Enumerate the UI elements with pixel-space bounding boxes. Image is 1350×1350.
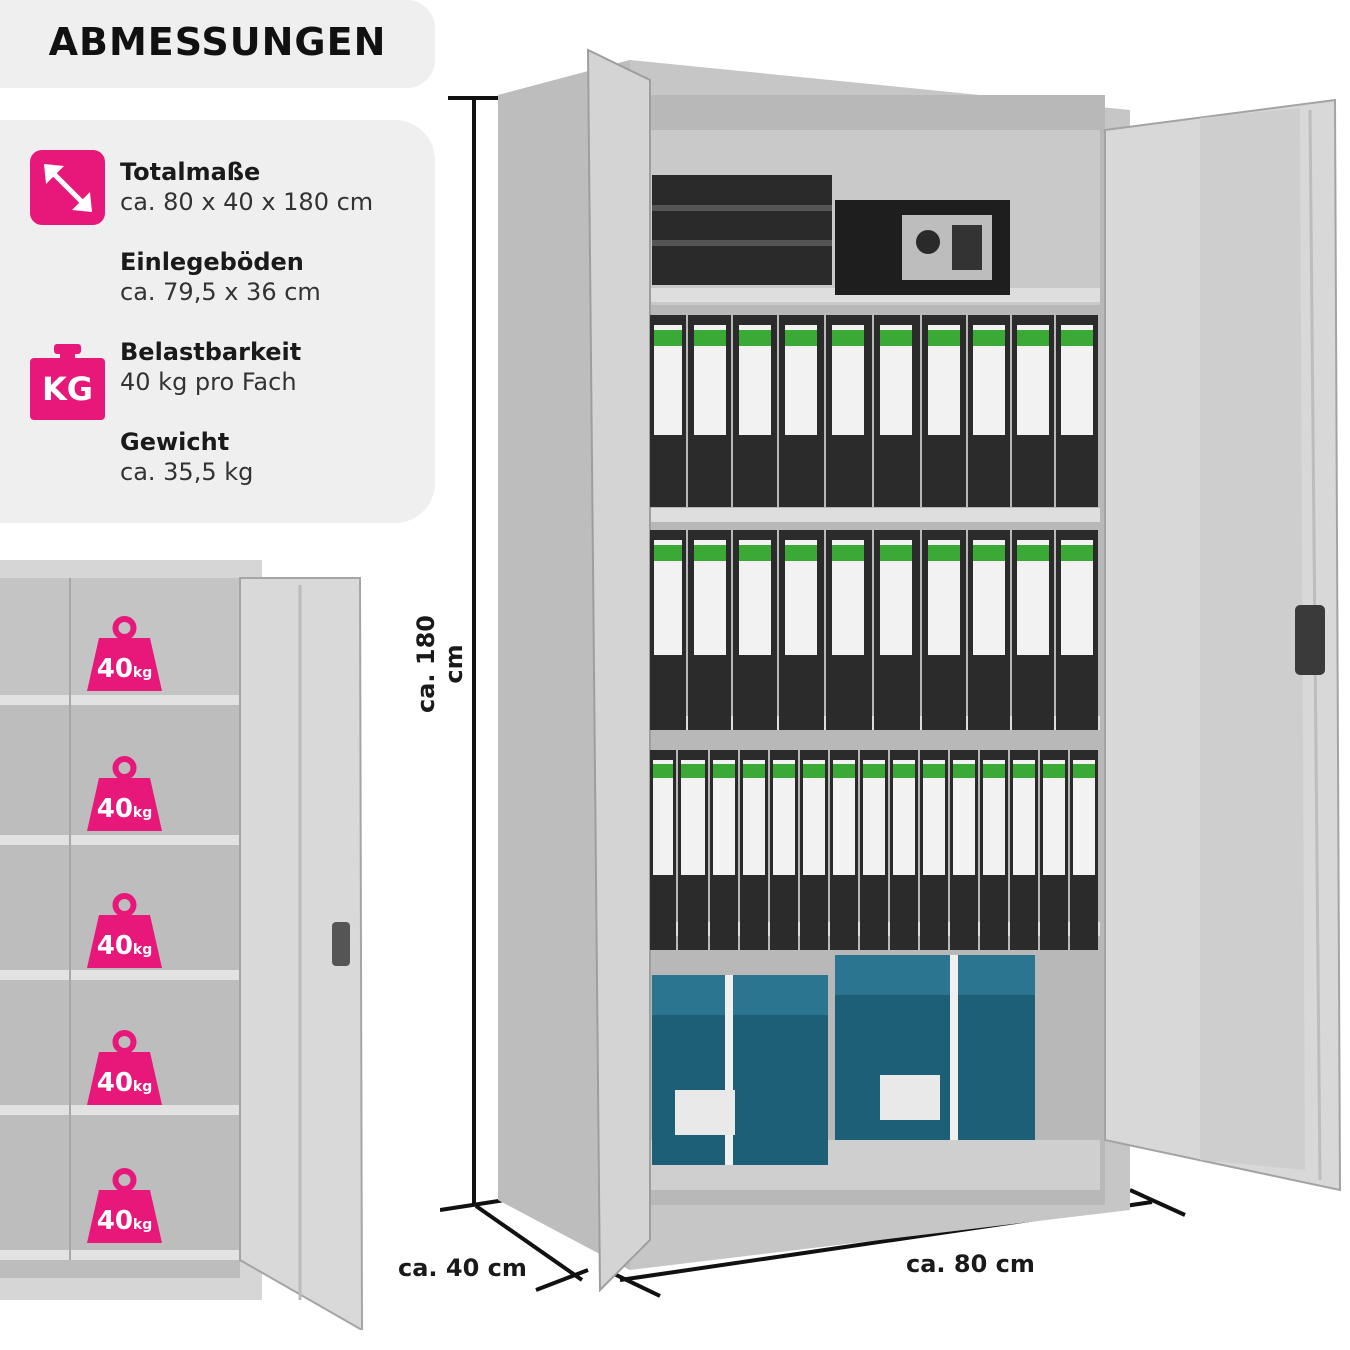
kg-icon-text: KG (41, 370, 94, 408)
diagonal-arrow-icon (30, 150, 105, 225)
weight-badge: 40kg (87, 1030, 162, 1105)
weight-number: 40 (96, 931, 133, 961)
weight-badge: 40kg (87, 1168, 162, 1243)
spec-value: ca. 80 x 40 x 180 cm (120, 188, 374, 216)
spec-value: ca. 79,5 x 36 cm (120, 278, 321, 306)
weight-unit: kg (132, 1217, 153, 1233)
main-cabinet-image (440, 48, 1342, 1298)
spec-load: Belastbarkeit 40 kg pro Fach (120, 338, 301, 396)
weight-unit: kg (132, 805, 153, 821)
spec-label: Gewicht (120, 428, 230, 456)
weight-number: 40 (96, 1206, 133, 1236)
spec-value: ca. 35,5 kg (120, 458, 254, 486)
weight-badge: 40kg (87, 893, 162, 968)
spec-label: Belastbarkeit (120, 338, 302, 366)
dimension-depth-label: ca. 40 cm (398, 1254, 527, 1282)
weight-badge: 40kg (87, 616, 162, 691)
weight-badge: 40kg (87, 756, 162, 831)
weight-icon (87, 756, 162, 831)
page-title: ABMESSUNGEN (48, 20, 387, 64)
kg-weight-icon: KG (30, 344, 105, 420)
weight-number: 40 (96, 654, 133, 684)
weight-icon (87, 1168, 162, 1243)
weight-unit: kg (132, 1079, 153, 1095)
weight-unit: kg (132, 665, 153, 681)
spec-weight: Gewicht ca. 35,5 kg (120, 428, 253, 486)
dimension-height-label: ca. 180 cm (412, 615, 468, 713)
weight-number: 40 (96, 1068, 133, 1098)
weight-unit: kg (132, 942, 153, 958)
weight-number: 40 (96, 794, 133, 824)
spec-shelves: Einlegeböden ca. 79,5 x 36 cm (120, 248, 321, 306)
small-cabinet-image (0, 560, 364, 1330)
spec-value: 40 kg pro Fach (120, 368, 297, 396)
weight-icon (87, 893, 162, 968)
spec-label: Einlegeböden (120, 248, 304, 276)
title-panel (0, 0, 435, 88)
spec-total: Totalmaße ca. 80 x 40 x 180 cm (120, 158, 373, 216)
dimension-width-label: ca. 80 cm (906, 1250, 1035, 1278)
spec-label: Totalmaße (120, 158, 261, 186)
weight-icon (87, 1030, 162, 1105)
weight-icon (87, 616, 162, 691)
